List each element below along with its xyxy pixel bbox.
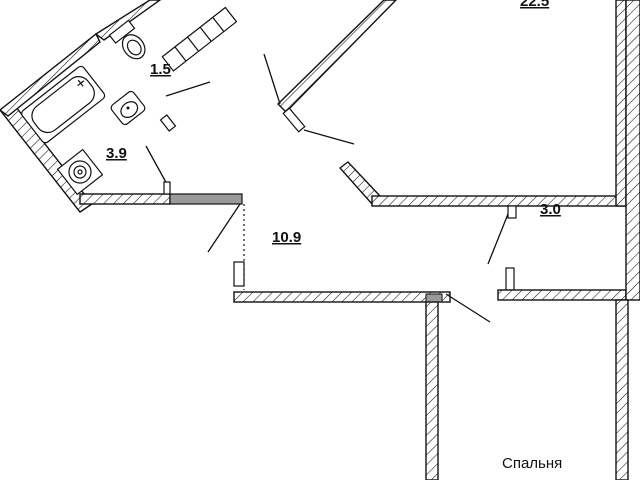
storage-walls: [487, 0, 640, 480]
storage-door: [487, 213, 509, 265]
bathroom-bottom-gray-segment: [169, 193, 243, 205]
storage-bottom-jamb: [505, 267, 515, 291]
hall-left-jamb: [233, 261, 245, 287]
bedroom-door: [445, 293, 491, 323]
bathroom-bottom-wall: [79, 193, 171, 205]
living-right-wall: [615, 0, 627, 207]
bathroom-block: [0, 0, 243, 213]
radiator: [161, 6, 238, 72]
bathroom-area-label: 3.9: [106, 145, 127, 162]
hall-bottom-wall: [233, 291, 451, 303]
living-door-jamb: [282, 107, 306, 133]
toilet: [108, 19, 146, 60]
storage-bottom-wall: [497, 289, 627, 301]
bathroom-door: [145, 145, 169, 187]
living-door-leaf-a: [263, 53, 281, 105]
hall-area-label: 10.9: [272, 229, 301, 246]
hall-entry-door: [207, 203, 241, 253]
right-outer-wall: [625, 0, 640, 301]
bedroom-name-label: Спальня: [502, 455, 562, 472]
bathroom-sink: [110, 90, 146, 126]
hall-walls: [207, 203, 491, 480]
hall-bottom-gray: [425, 293, 443, 303]
toilet-door: [165, 81, 211, 97]
bedroom-left-wall: [425, 301, 439, 480]
toilet-door-jamb: [159, 114, 177, 132]
living-bottom-wall: [371, 195, 627, 207]
storage-door-jamb: [507, 205, 517, 219]
living-door-leaf-b: [303, 129, 355, 145]
bathtub: [21, 65, 106, 144]
living-diagonal-wall: [277, 0, 397, 113]
living-room-walls: [263, 0, 627, 207]
bathroom-top-wall: [0, 32, 101, 117]
living-room-area-label: 22.5: [520, 0, 549, 10]
bathroom-door-jamb: [163, 181, 171, 195]
storage-area-label: 3.0: [540, 201, 561, 218]
right-outer-wall-lower: [615, 299, 629, 480]
toilet-area-label: 1.5: [150, 61, 171, 78]
washing-machine: [56, 148, 104, 196]
